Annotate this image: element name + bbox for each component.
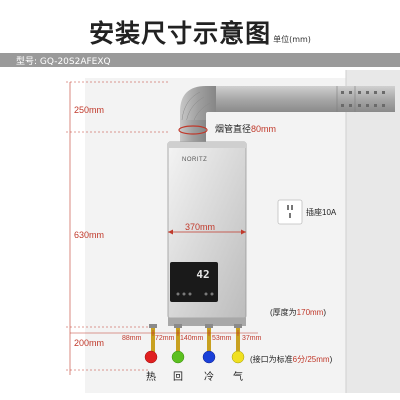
flue-label-prefix: 烟管直径 bbox=[215, 124, 252, 134]
left-dimension-lines bbox=[66, 81, 170, 375]
width-dimension bbox=[168, 229, 246, 235]
depth-label-prefix: (厚度为 bbox=[270, 308, 297, 317]
bottom-spacing-line bbox=[70, 330, 258, 336]
spacing-label-3: 140mm bbox=[180, 335, 204, 342]
hot-water-outlet bbox=[144, 350, 158, 364]
dimension-top: 250mm bbox=[74, 105, 105, 115]
connector-note-suffix: ) bbox=[329, 355, 333, 364]
return-water-outlet bbox=[171, 350, 185, 364]
unit-label: 单位(mm) bbox=[273, 35, 311, 44]
spacing-label-1: 88mm bbox=[122, 335, 142, 342]
outlet-label-cold: 冷 bbox=[204, 372, 214, 383]
width-label: 370mm bbox=[185, 222, 216, 232]
outlet-label-hot: 热 bbox=[146, 372, 156, 383]
depth-label: (厚度为170mm) bbox=[270, 307, 326, 318]
connector-note-prefix: (接口为标准 bbox=[250, 355, 293, 364]
model-label: 型号: GQ-20S2AFEXQ bbox=[16, 57, 111, 67]
connector-note-value: 6分/25mm bbox=[292, 355, 330, 364]
display-value: 42 bbox=[196, 268, 210, 281]
flue-pipe bbox=[178, 86, 395, 142]
depth-label-suffix: ) bbox=[323, 308, 327, 317]
flue-label-value: 80mm bbox=[251, 124, 277, 134]
gas-outlet bbox=[231, 350, 245, 364]
outlet-label-gas: 气 bbox=[233, 372, 243, 383]
water-heater bbox=[167, 141, 247, 326]
outlet-label-return: 回 bbox=[173, 372, 183, 383]
page-title: 安装尺寸示意图 bbox=[89, 19, 272, 48]
brand-logo: NORITZ bbox=[182, 157, 208, 163]
socket-label: 插座10A bbox=[306, 208, 337, 217]
depth-label-value: 170mm bbox=[296, 308, 324, 317]
wall-side bbox=[346, 70, 400, 393]
flue-label: 烟管直径80mm bbox=[215, 122, 276, 135]
spacing-label-5: 37mm bbox=[242, 335, 262, 342]
connection-pipes bbox=[149, 324, 242, 354]
spacing-label-2: 72mm bbox=[155, 335, 175, 342]
dimension-bottom: 200mm bbox=[74, 338, 105, 348]
connector-note: (接口为标准6分/25mm) bbox=[250, 354, 332, 365]
page-title-row: 安装尺寸示意图单位(mm) bbox=[0, 14, 400, 50]
spacing-label-4: 53mm bbox=[212, 335, 232, 342]
control-panel bbox=[170, 262, 218, 302]
dimension-middle: 630mm bbox=[74, 230, 105, 240]
cold-water-outlet bbox=[202, 350, 216, 364]
power-socket bbox=[277, 199, 303, 225]
flue-diameter-marker bbox=[178, 125, 208, 135]
model-bar: 型号: GQ-20S2AFEXQ bbox=[0, 53, 400, 67]
